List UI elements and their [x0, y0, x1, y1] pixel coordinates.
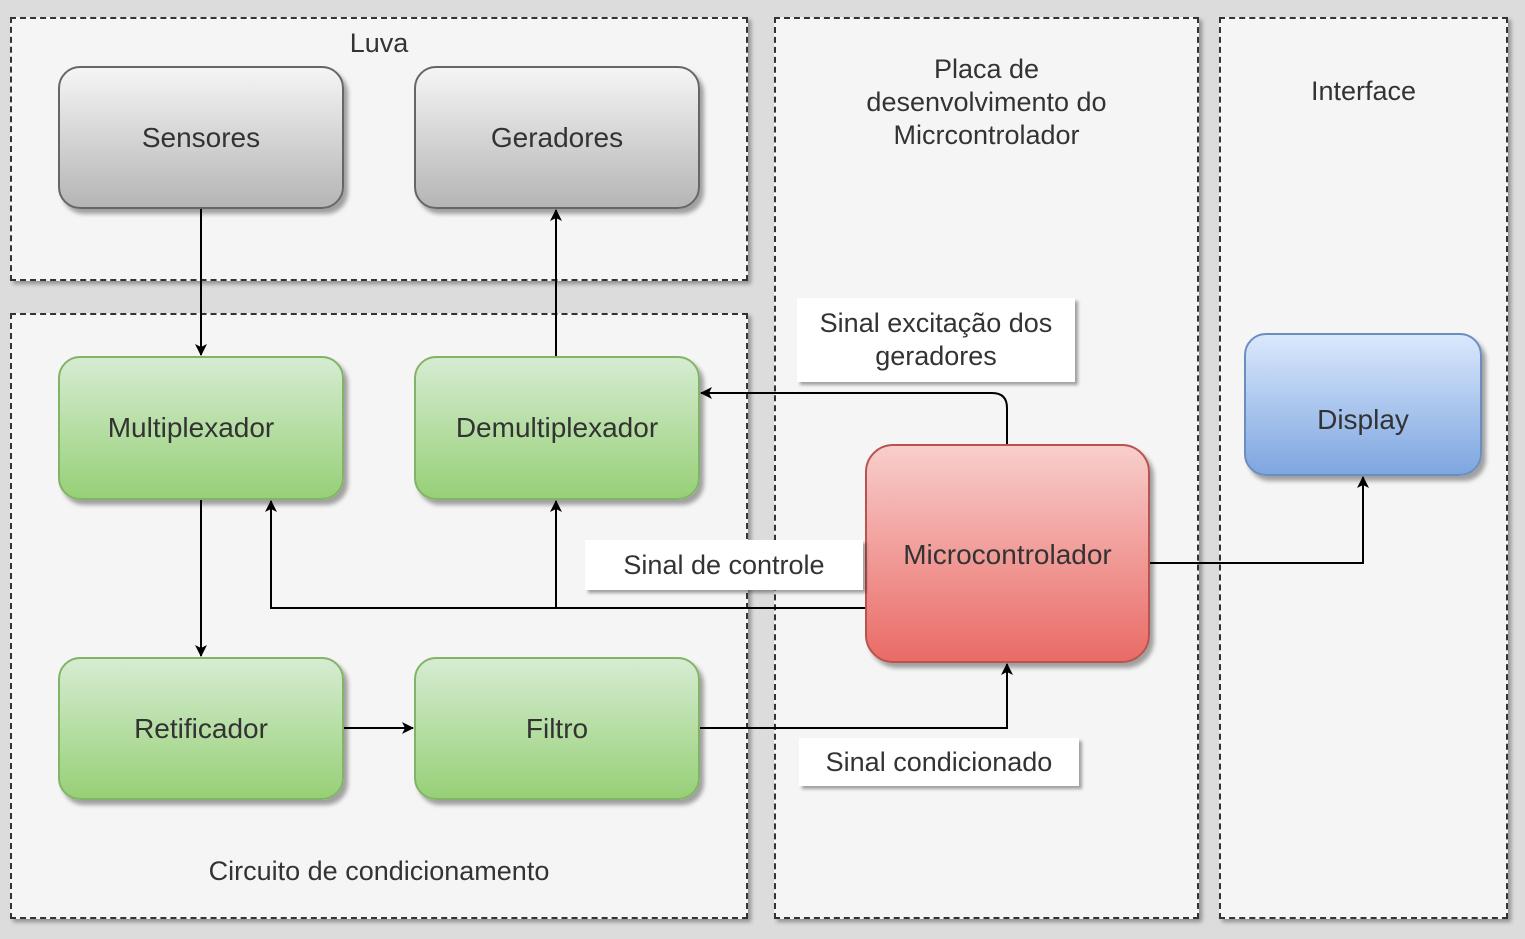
placa-title-line1: Placa de [933, 54, 1040, 84]
controle-label: Sinal de controle [585, 540, 863, 590]
demultiplexador-block[interactable]: Demultiplexador [414, 356, 700, 500]
circuito-title: Circuito de condicionamento [208, 856, 550, 886]
placa-title-line3: Micrcontrolador [893, 120, 1080, 150]
excitacao-label: Sinal excitação dos geradores [797, 298, 1075, 382]
circuito-container: Circuito de condicionamento [10, 313, 748, 919]
display-block[interactable]: Display [1244, 333, 1482, 476]
sensores-block[interactable]: Sensores [58, 66, 344, 209]
multiplexador-block[interactable]: Multiplexador [58, 356, 344, 500]
interface-title: Interface [1310, 76, 1417, 106]
excitacao-label-line2: geradores [875, 341, 997, 371]
placa-title-line2: desenvolvimento do [866, 87, 1107, 117]
placa-title: Placa de desenvolvimento do Micrcontrola… [776, 53, 1197, 152]
condicionado-label: Sinal condicionado [799, 738, 1079, 786]
filtro-block[interactable]: Filtro [414, 657, 700, 800]
excitacao-label-line1: Sinal excitação dos [819, 308, 1053, 338]
retificador-block[interactable]: Retificador [58, 657, 344, 800]
luva-title: Luva [349, 28, 409, 58]
geradores-block[interactable]: Geradores [414, 66, 700, 209]
microcontrolador-block[interactable]: Microcontrolador [865, 444, 1150, 663]
